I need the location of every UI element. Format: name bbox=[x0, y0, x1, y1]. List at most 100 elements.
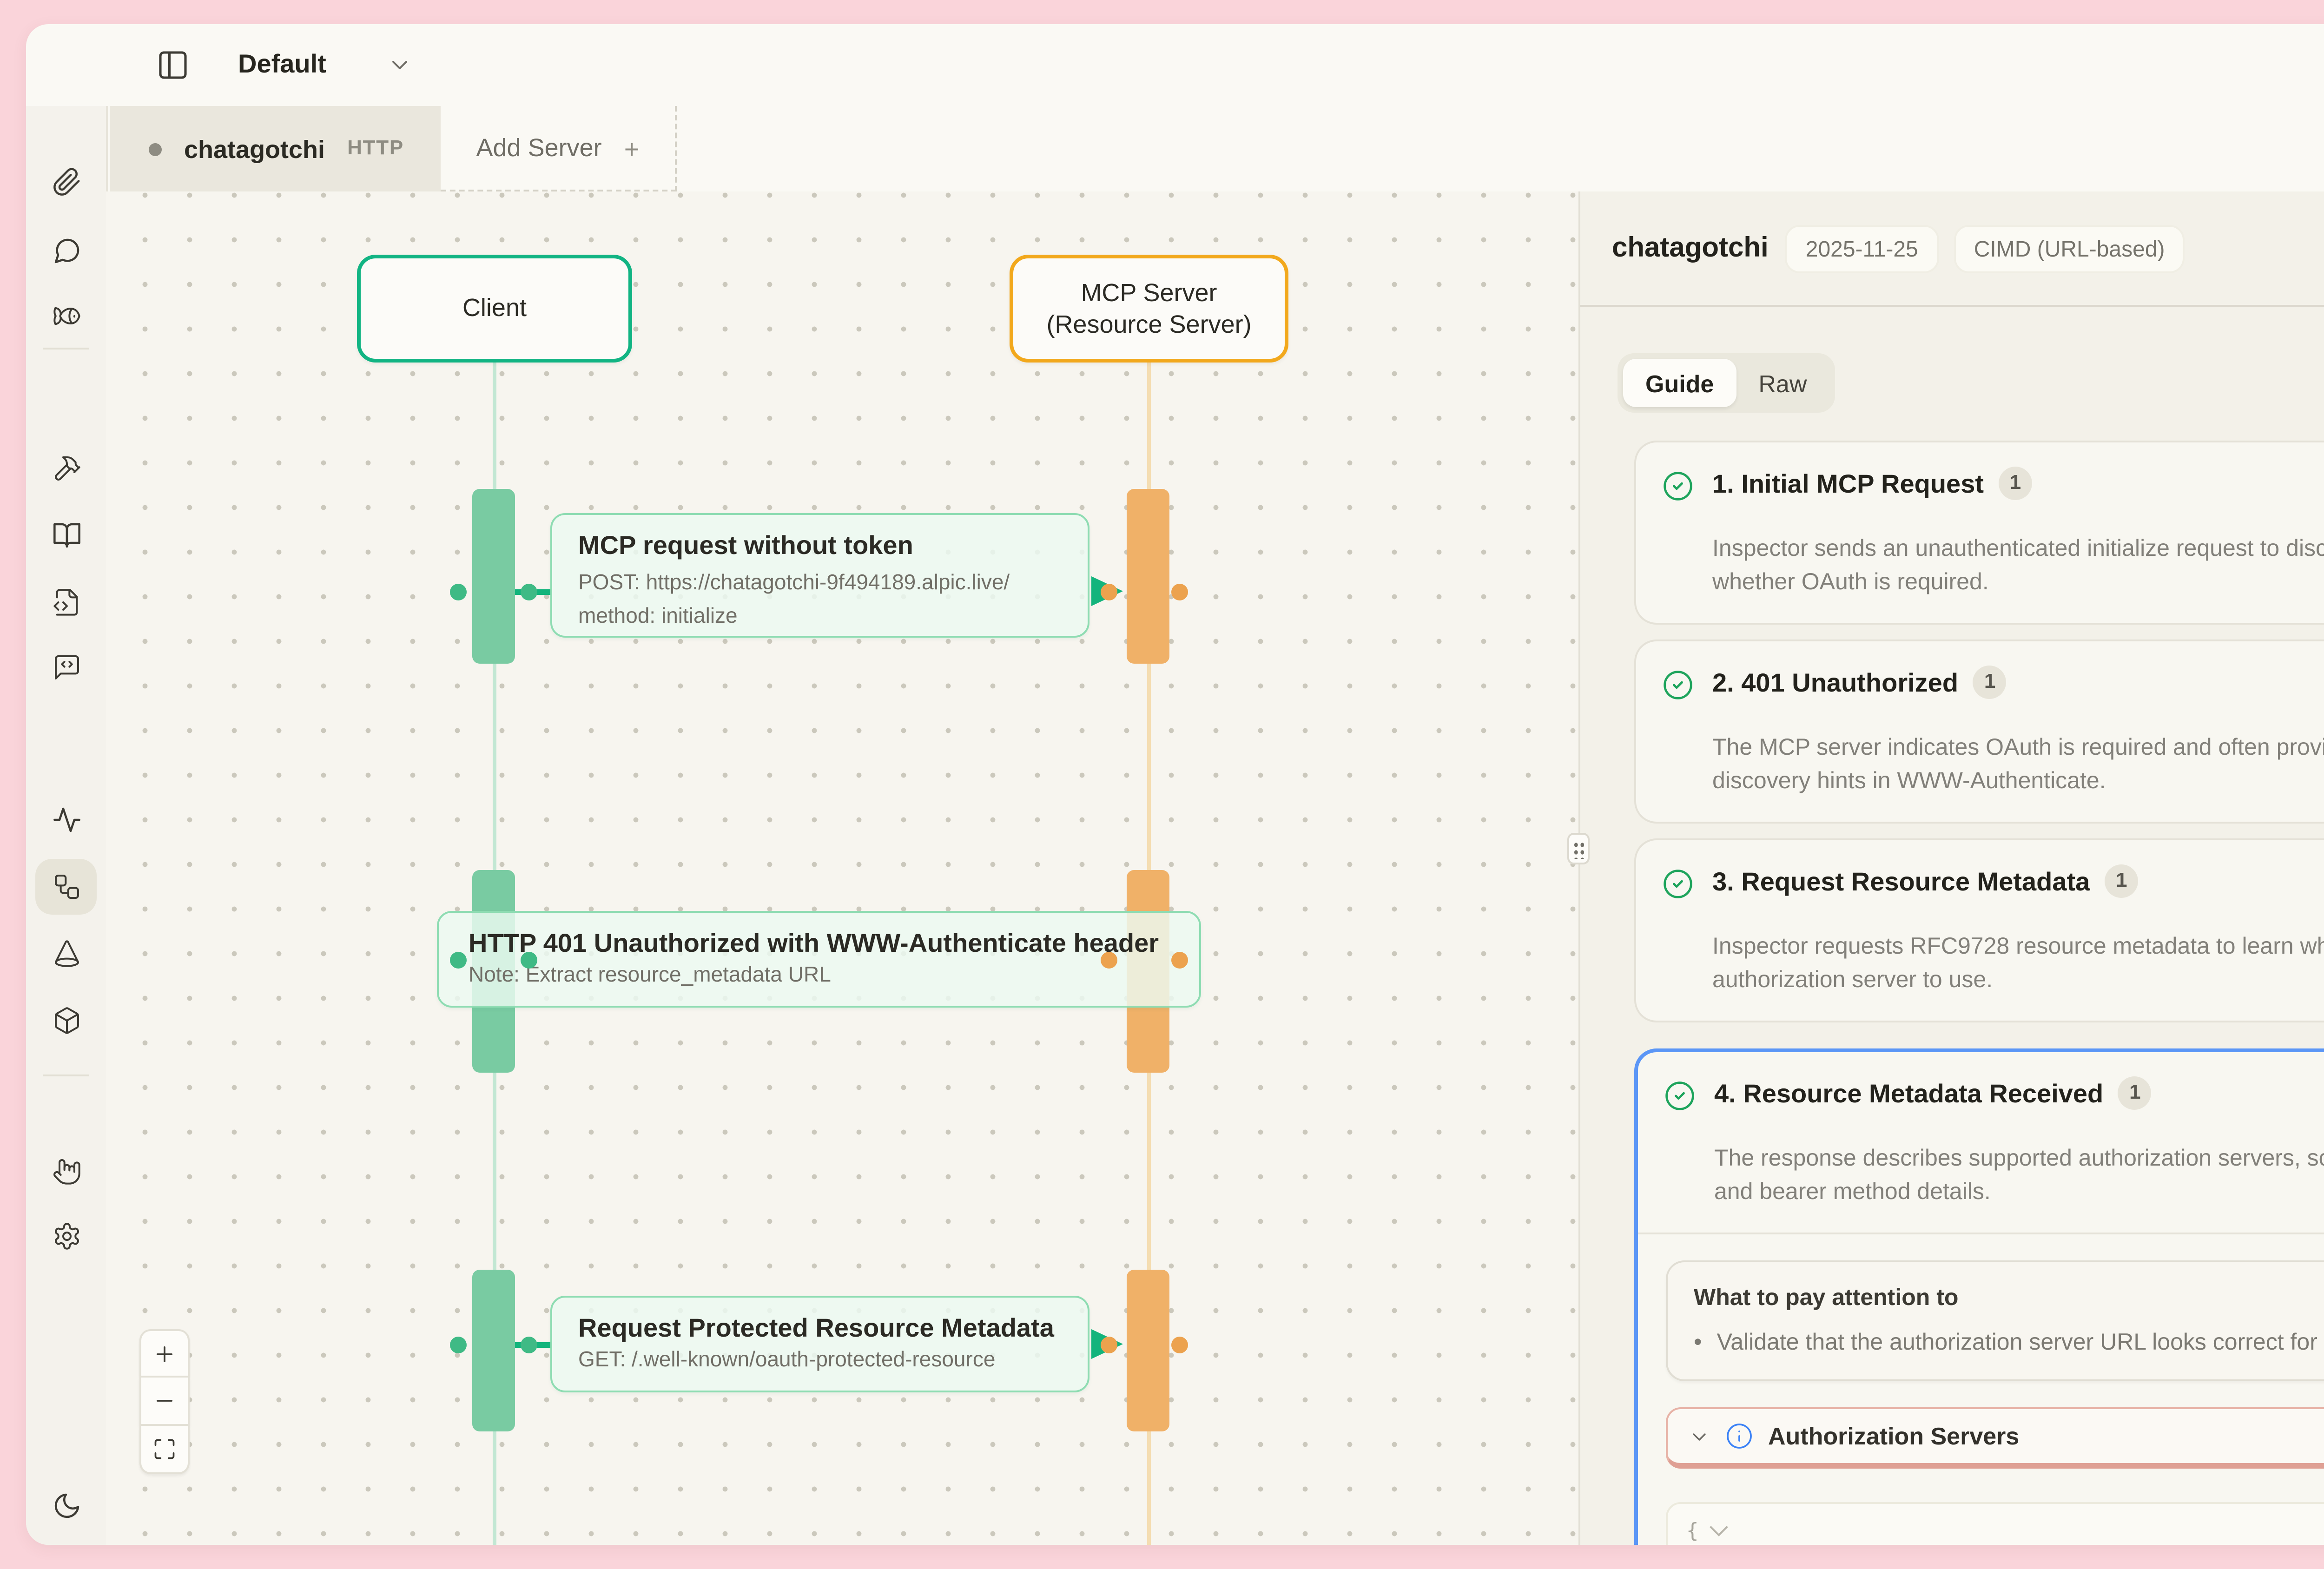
panel-resize-handle[interactable] bbox=[1567, 833, 1590, 864]
connection-dot[interactable] bbox=[449, 952, 466, 969]
rail-divider bbox=[43, 348, 89, 349]
check-circle-icon bbox=[1664, 1080, 1696, 1112]
sidebar-toggle-button[interactable] bbox=[156, 48, 190, 82]
collapse-caret-icon[interactable] bbox=[1709, 1518, 1728, 1536]
connection-dot[interactable] bbox=[1170, 1337, 1187, 1353]
sidebar-item-fish[interactable] bbox=[51, 301, 81, 331]
sidebar-item-workflow[interactable] bbox=[51, 872, 81, 902]
plus-icon: + bbox=[624, 133, 640, 163]
log-entry-title: Authorization Servers bbox=[1768, 1422, 2020, 1450]
box-icon bbox=[54, 1007, 78, 1034]
cone-icon bbox=[54, 940, 78, 967]
connection-dot[interactable] bbox=[1100, 584, 1116, 600]
connection-dot[interactable] bbox=[1100, 952, 1116, 969]
main-area: Client MCP Server (Resource Server) MCP … bbox=[26, 106, 2324, 1545]
log-json-viewer[interactable]: { Resource: "https://chatagotchi-9f49418… bbox=[1666, 1502, 2324, 1545]
bullet-glyph: • bbox=[1694, 1329, 1702, 1355]
sidebar-item-scenarios[interactable] bbox=[51, 939, 81, 969]
hand-metal-icon bbox=[53, 1159, 79, 1185]
tab-raw[interactable]: Raw bbox=[1758, 369, 1807, 397]
attention-heading: What to pay attention to bbox=[1694, 1285, 1959, 1311]
message-circle-icon bbox=[53, 238, 79, 264]
connection-dot[interactable] bbox=[449, 584, 466, 600]
app-window: Default chatagotchi HTTP A bbox=[26, 24, 2324, 1545]
step-title: 3. Request Resource Metadata bbox=[1712, 866, 2090, 896]
theme-toggle[interactable] bbox=[51, 1491, 81, 1521]
grip-dots-icon bbox=[1573, 839, 1584, 858]
step-title: 2. 401 Unauthorized bbox=[1712, 667, 1959, 697]
zoom-out-button[interactable] bbox=[139, 1378, 190, 1426]
message-request-metadata[interactable]: Request Protected Resource Metadata GET:… bbox=[550, 1296, 1089, 1392]
tab-protocol-label: HTTP bbox=[347, 138, 404, 160]
sidebar-item-packages[interactable] bbox=[51, 1006, 81, 1035]
workspace-selector-label[interactable]: Default bbox=[238, 48, 326, 78]
actor-server[interactable]: MCP Server (Resource Server) bbox=[1010, 255, 1288, 363]
connection-dot[interactable] bbox=[520, 952, 536, 969]
chevron-down-icon[interactable] bbox=[387, 52, 413, 78]
diagram-zoom-controls bbox=[139, 1329, 190, 1474]
server-activation-bar[interactable] bbox=[1127, 489, 1169, 664]
workflow-icon bbox=[53, 875, 78, 899]
view-switcher: Guide Raw bbox=[1618, 353, 1835, 413]
log-entry-authorization-servers[interactable]: Authorization Servers 12:39:32 PM bbox=[1666, 1407, 2324, 1469]
tab-chatagotchi[interactable]: chatagotchi HTTP bbox=[110, 106, 441, 191]
sequence-diagram-canvas[interactable]: Client MCP Server (Resource Server) MCP … bbox=[106, 191, 1580, 1545]
message-detail: method: initialize bbox=[578, 606, 738, 628]
sidebar-item-settings[interactable] bbox=[51, 1221, 81, 1251]
sidebar-item-tools[interactable] bbox=[51, 454, 81, 483]
sidebar-item-resources[interactable] bbox=[51, 521, 81, 550]
tab-status-dot bbox=[149, 142, 162, 155]
connection-dot[interactable] bbox=[1170, 584, 1187, 600]
step-description: Inspector sends an unauthenticated initi… bbox=[1712, 535, 2324, 595]
sidebar-item-attachments[interactable] bbox=[51, 167, 81, 197]
tab-guide[interactable]: Guide bbox=[1623, 359, 1736, 407]
step-title: 1. Initial MCP Request bbox=[1712, 468, 1984, 498]
file-code-icon bbox=[53, 589, 77, 616]
minus-icon bbox=[156, 1400, 173, 1402]
check-circle-icon bbox=[1662, 470, 1694, 502]
sidebar-item-chat[interactable] bbox=[51, 236, 81, 266]
rail-divider bbox=[43, 1075, 89, 1076]
zoom-in-button[interactable] bbox=[139, 1329, 190, 1378]
sidebar-item-playground[interactable] bbox=[51, 1156, 81, 1186]
connection-dot[interactable] bbox=[1100, 1337, 1116, 1353]
step-card-3[interactable]: 3. Request Resource Metadata 1 Show in d… bbox=[1634, 838, 2324, 1022]
step-description: The MCP server indicates OAuth is requir… bbox=[1712, 734, 2324, 794]
add-server-button[interactable]: Add Server + bbox=[441, 106, 677, 191]
book-open-icon bbox=[53, 523, 79, 548]
sidebar-item-file-code[interactable] bbox=[51, 587, 81, 617]
message-title: Request Protected Resource Metadata bbox=[578, 1312, 1054, 1342]
step-description: The response describes supported authori… bbox=[1714, 1145, 2324, 1205]
sidebar-item-activity[interactable] bbox=[51, 805, 81, 835]
step-count-badge: 1 bbox=[1973, 666, 2007, 699]
activity-icon bbox=[53, 807, 79, 832]
server-activation-bar[interactable] bbox=[1127, 1270, 1169, 1431]
chevron-down-icon[interactable] bbox=[1688, 1425, 1710, 1447]
actor-client[interactable]: Client bbox=[357, 255, 632, 363]
step-card-2[interactable]: 2. 401 Unauthorized 1 Show in diagram Th… bbox=[1634, 639, 2324, 824]
message-mcp-request[interactable]: MCP request without token POST: https://… bbox=[550, 513, 1089, 638]
sidebar-item-prompts[interactable] bbox=[51, 653, 81, 682]
plus-icon bbox=[156, 1345, 173, 1362]
check-circle-icon bbox=[1662, 868, 1694, 900]
step-title: 4. Resource Metadata Received bbox=[1714, 1078, 2104, 1108]
check-circle-icon bbox=[1662, 669, 1694, 701]
guide-steps-list: 1. Initial MCP Request 1 Show in diagram… bbox=[1634, 441, 2324, 1545]
attention-bullet-text: Validate that the authorization server U… bbox=[1717, 1329, 2324, 1355]
client-activation-bar[interactable] bbox=[472, 1270, 515, 1431]
card-divider bbox=[1638, 1233, 2324, 1234]
connection-dot[interactable] bbox=[520, 1337, 536, 1353]
message-401-note[interactable]: HTTP 401 Unauthorized with WWW-Authentic… bbox=[437, 911, 1201, 1008]
connection-dot[interactable] bbox=[1170, 952, 1187, 969]
hammer-icon bbox=[54, 456, 79, 481]
connection-dot[interactable] bbox=[520, 584, 536, 600]
connection-dot[interactable] bbox=[449, 1337, 466, 1353]
step-card-1[interactable]: 1. Initial MCP Request 1 Show in diagram… bbox=[1634, 441, 2324, 625]
server-tab-bar: chatagotchi HTTP Add Server + bbox=[106, 106, 2324, 191]
mode-badge: CIMD (URL-based) bbox=[1953, 224, 2185, 272]
panel-server-title: chatagotchi bbox=[1612, 232, 1769, 264]
step-card-4[interactable]: 4. Resource Metadata Received 1 Show in … bbox=[1634, 1048, 2324, 1545]
fullscreen-button[interactable] bbox=[139, 1426, 190, 1474]
client-activation-bar[interactable] bbox=[472, 489, 515, 664]
